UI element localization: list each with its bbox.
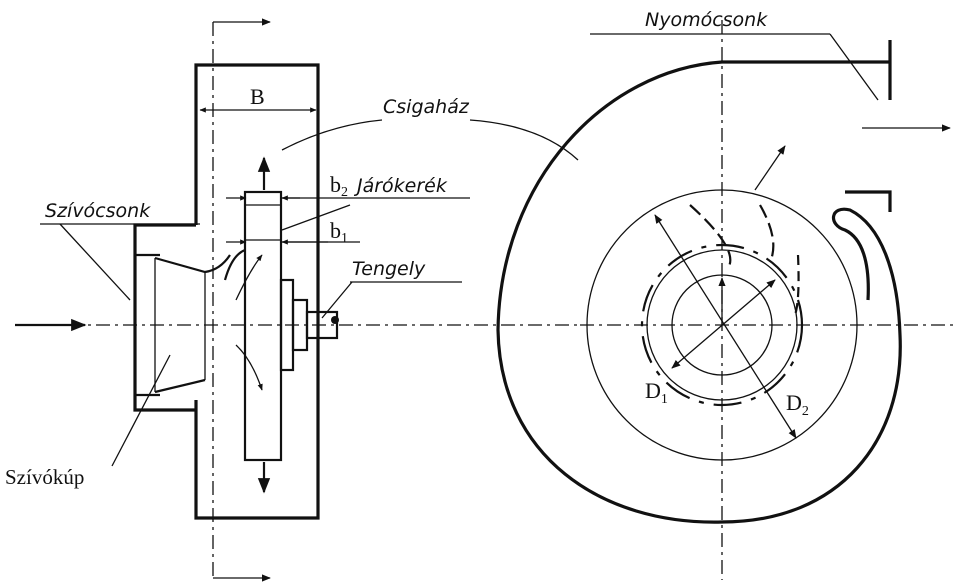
dim-b1-label: b1 <box>330 218 348 246</box>
blade-3 <box>793 254 800 316</box>
dim-D1-label: D1 <box>645 378 668 407</box>
label-szivokup: Szívókúp <box>5 465 84 489</box>
shaft <box>305 310 339 340</box>
dim-D2-label: D2 <box>786 390 809 419</box>
outlet-tongue-flange <box>845 190 892 212</box>
dim-D1-line <box>671 279 776 369</box>
leader-tengely <box>321 281 353 319</box>
impeller-body <box>243 190 283 462</box>
inlet-cone-top <box>154 254 231 274</box>
label-szivocsonk: Szívócsonk <box>45 200 151 222</box>
volute-casing <box>496 60 902 524</box>
front-view: D1 D2 Nyomócsonk <box>496 9 955 580</box>
label-jarokerek: Járókerék <box>353 175 448 197</box>
leader-jarokerek <box>281 204 351 231</box>
flow-arrow-turn-down <box>235 344 263 391</box>
blade-2 <box>759 204 775 263</box>
shaft-end <box>331 316 339 324</box>
leader-csigahaz-left <box>281 119 383 151</box>
leader-szivokup <box>111 354 171 467</box>
flow-arrow-turn-up <box>235 254 263 301</box>
blade-1 <box>689 204 732 269</box>
inlet-flange <box>133 223 196 412</box>
leader-csigahaz-right <box>469 119 579 161</box>
impeller-flow-arrow <box>754 145 786 191</box>
leader-szivocsonk <box>59 223 131 301</box>
section-view: B b2 b1 Járókerék Szívócsonk Tengely Csi… <box>5 18 580 582</box>
label-tengely: Tengely <box>352 258 426 280</box>
leader-nyomocsonk <box>829 33 879 101</box>
dim-B-label: B <box>250 84 265 109</box>
label-csigahaz: Csigaház <box>383 96 470 118</box>
casing-outline <box>194 63 320 520</box>
dim-b2-label: b2 <box>330 172 348 200</box>
label-nyomocsonk: Nyomócsonk <box>645 9 768 31</box>
impeller-outer-circle <box>586 189 858 461</box>
inlet-cone-bottom <box>154 378 206 394</box>
impeller-eye-curve <box>223 248 246 281</box>
